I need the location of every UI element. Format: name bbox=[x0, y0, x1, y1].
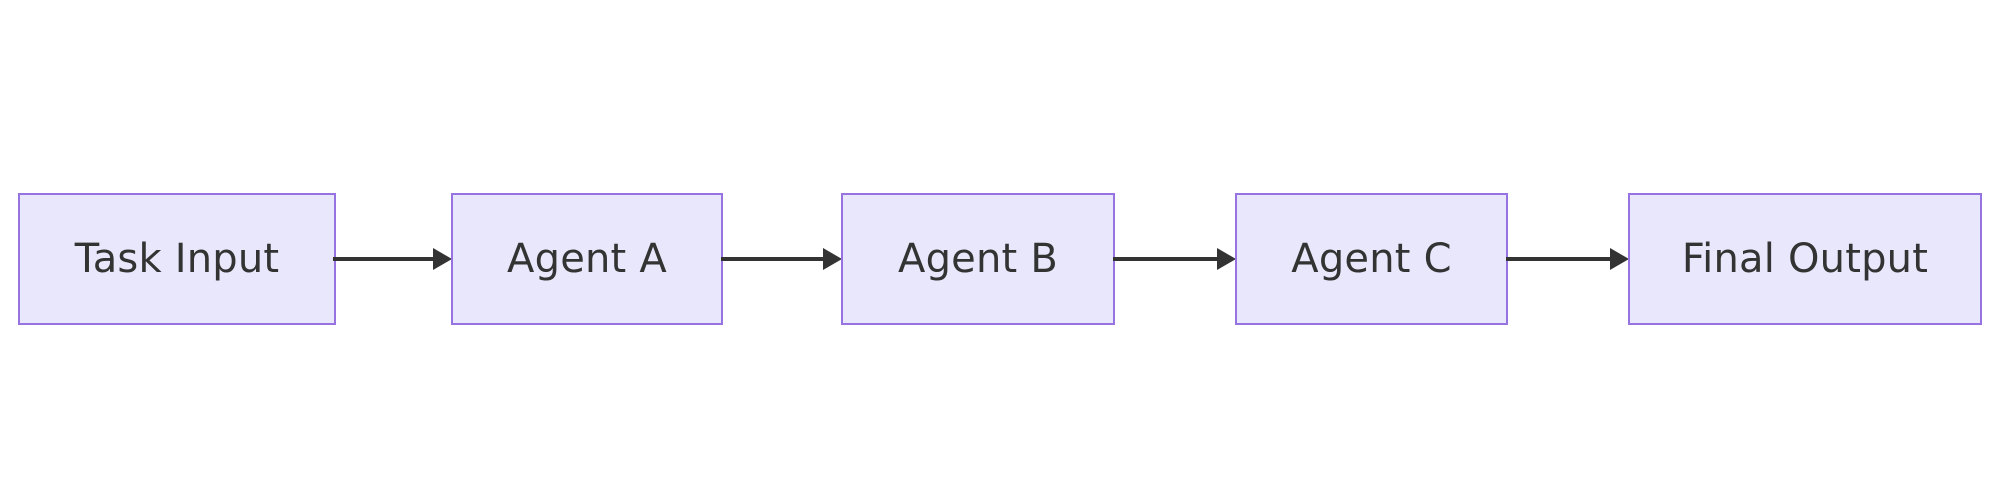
node-label: Agent A bbox=[507, 236, 667, 282]
node-label: Agent C bbox=[1291, 236, 1452, 282]
node-task-input[interactable]: Task Input bbox=[18, 193, 336, 325]
node-agent-b[interactable]: Agent B bbox=[841, 193, 1115, 325]
node-final-output[interactable]: Final Output bbox=[1628, 193, 1982, 325]
edge-agent-b-to-agent-c bbox=[1113, 240, 1237, 278]
node-label: Agent B bbox=[898, 236, 1058, 282]
edge-agent-a-to-agent-b bbox=[721, 240, 843, 278]
node-agent-a[interactable]: Agent A bbox=[451, 193, 723, 325]
arrow-right-icon bbox=[433, 248, 452, 270]
node-label: Task Input bbox=[74, 236, 280, 282]
edge-agent-c-to-final-output bbox=[1506, 240, 1630, 278]
arrow-right-icon bbox=[823, 248, 842, 270]
node-label: Final Output bbox=[1681, 236, 1929, 282]
edge-task-input-to-agent-a bbox=[333, 240, 453, 278]
arrow-right-icon bbox=[1610, 248, 1629, 270]
arrow-right-icon bbox=[1217, 248, 1236, 270]
node-agent-c[interactable]: Agent C bbox=[1235, 193, 1508, 325]
